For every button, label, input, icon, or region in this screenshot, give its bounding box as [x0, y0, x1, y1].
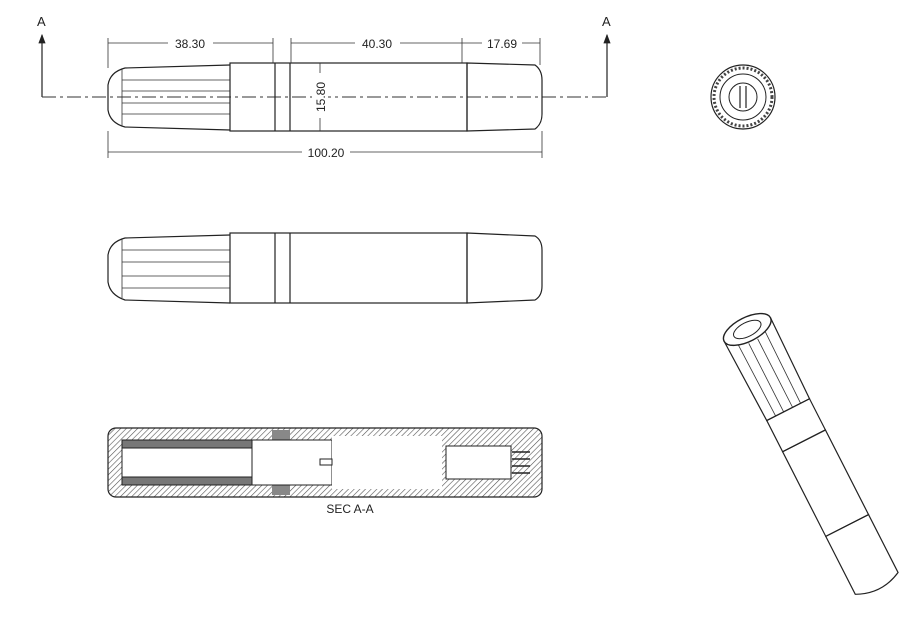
dimension-text: 100.20 — [308, 146, 345, 160]
dimension-body: 40.30 — [290, 36, 463, 63]
dimension-text: 17.69 — [487, 37, 517, 51]
dimension-grip: 38.30 — [107, 36, 274, 68]
dimension-text: 38.30 — [175, 37, 205, 51]
section-letter-right: A — [602, 14, 611, 29]
section-marker-right: A — [602, 14, 611, 97]
section-label: SEC A-A — [326, 502, 373, 516]
dimension-diameter: 15.80 — [312, 63, 328, 131]
section-view: SEC A-A — [107, 427, 543, 516]
side-view — [107, 232, 543, 304]
section-letter-left: A — [37, 14, 46, 29]
section-marker-left: A — [37, 14, 46, 97]
dimension-overall: 100.20 — [107, 131, 543, 160]
top-view: 38.30 40.30 17.69 15.80 100.20 — [107, 36, 543, 160]
dimension-text: 40.30 — [362, 37, 392, 51]
dimension-text: 15.80 — [314, 82, 328, 112]
end-view — [710, 64, 776, 130]
isometric-view — [722, 312, 899, 595]
dimension-knurl: 17.69 — [462, 36, 541, 65]
